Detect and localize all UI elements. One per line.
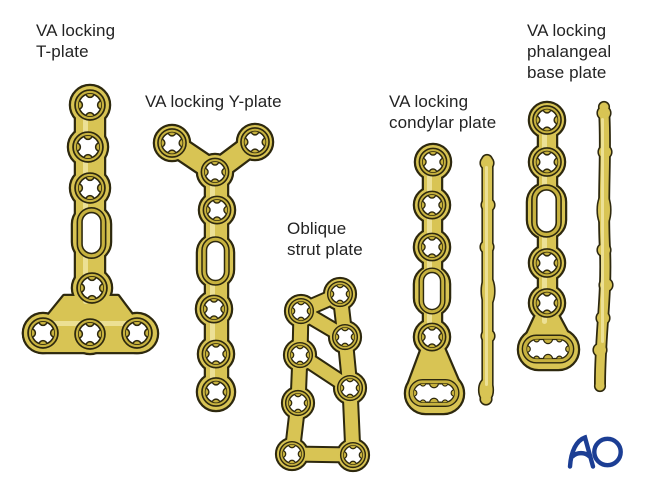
label-y-plate-line1: VA locking Y-plate [145, 92, 282, 111]
label-t-plate-line2: T-plate [36, 42, 89, 61]
label-oblique-strut-plate-line1: Oblique [287, 219, 347, 238]
label-oblique-strut-plate-line2: strut plate [287, 240, 363, 259]
ao-logo-letter-o [592, 436, 623, 468]
label-phalangeal-base-plate-line2: phalangeal [527, 42, 612, 61]
label-t-plate-line1: VA locking [36, 21, 116, 40]
phalangeal-base-plate-side-view [594, 102, 612, 391]
phalangeal-base-plate-graphic [519, 103, 578, 369]
label-phalangeal-base-plate-line3: base plate [527, 63, 607, 82]
label-y-plate: VA locking Y-plate [145, 91, 282, 112]
label-condylar-plate: VA locking condylar plate [389, 91, 496, 133]
label-condylar-plate-line1: VA locking [389, 92, 469, 111]
t-plate-graphic [24, 86, 157, 353]
label-phalangeal-base-plate: VA locking phalangeal base plate [527, 20, 611, 83]
condylar-plate-graphic [406, 145, 463, 413]
label-phalangeal-base-plate-line1: VA locking [527, 21, 607, 40]
ao-logo [567, 434, 623, 469]
condylar-plate-side-view [479, 155, 494, 404]
label-oblique-strut-plate: Oblique strut plate [287, 218, 363, 260]
label-condylar-plate-line2: condylar plate [389, 113, 497, 132]
ao-logo-letter-a [567, 434, 596, 469]
oblique-strut-plate-graphic [277, 279, 368, 470]
y-plate-graphic [155, 125, 272, 410]
label-t-plate: VA locking T-plate [36, 20, 115, 62]
